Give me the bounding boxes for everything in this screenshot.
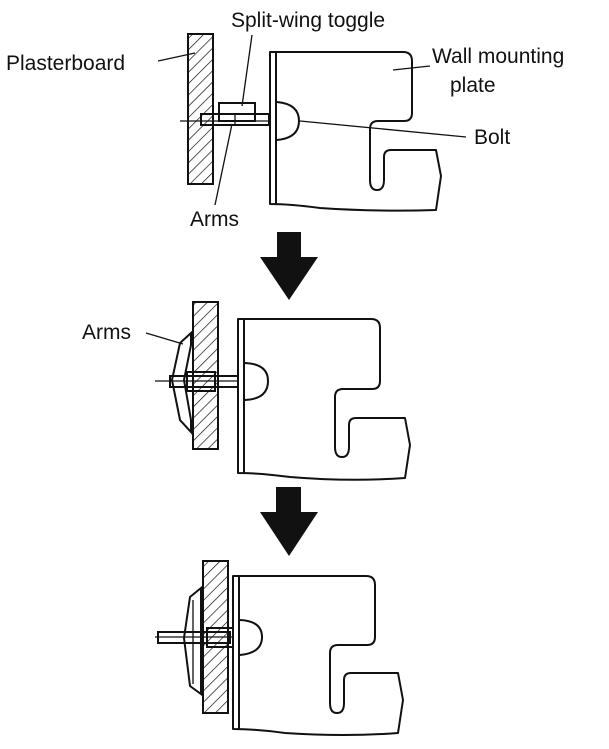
bolt-shaft-step3 [157, 631, 231, 644]
wall-mounting-plate-step1 [269, 51, 442, 212]
wall-mounting-plate-label-line1: Wall mounting [432, 45, 564, 68]
step-1-assembly: Plasterboard Split-wing toggle Wall moun… [6, 9, 564, 231]
bolt-head-step1 [276, 101, 301, 141]
bolt-head-step2 [244, 362, 270, 401]
arms-label-step2: Arms [82, 321, 131, 344]
down-arrow-icon [260, 232, 318, 300]
toggle-arms-step3 [182, 585, 202, 696]
plasterboard-label: Plasterboard [6, 52, 125, 75]
wall-mounting-plate-step3 [232, 575, 404, 736]
split-wing-toggle-label: Split-wing toggle [231, 9, 385, 32]
arms-label-step1: Arms [190, 208, 239, 231]
toggle-collar-step2 [186, 371, 216, 392]
wall-mounting-plate-step2 [237, 318, 411, 481]
plasterboard-step1 [187, 33, 214, 185]
step-3-assembly [155, 560, 404, 736]
step-2-assembly: Arms [82, 301, 411, 481]
toggle-arms-step2 [170, 330, 192, 435]
down-arrow-icon [260, 487, 318, 556]
bolt-label: Bolt [474, 126, 510, 149]
bolt-head-step3 [239, 619, 264, 656]
split-wing-toggle-step1 [218, 102, 256, 122]
wall-mounting-plate-label-line2: plate [450, 74, 496, 97]
